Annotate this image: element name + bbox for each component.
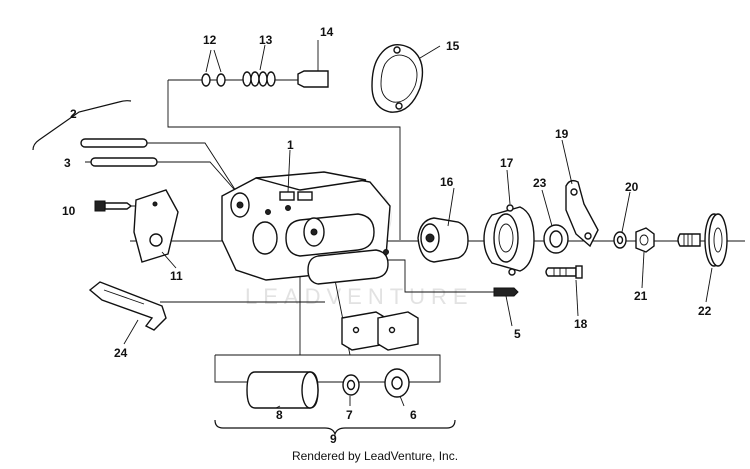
- plunger-14: [297, 40, 329, 88]
- bracket-9: [214, 419, 456, 436]
- bushing-23: [543, 224, 569, 254]
- watermark: LEADVENTURE: [245, 181, 474, 309]
- callout-20: 20: [625, 180, 639, 194]
- callout-21: 21: [634, 289, 648, 303]
- washer-6: [384, 368, 410, 398]
- callout-2: 2: [70, 107, 77, 121]
- cover-17: [483, 204, 535, 276]
- cylinder-8: [246, 371, 319, 409]
- callout-17: 17: [500, 156, 514, 170]
- gasket-15: [371, 44, 441, 113]
- callout-14: 14: [320, 25, 334, 39]
- callout-7: 7: [346, 408, 353, 422]
- callout-15: 15: [446, 39, 460, 53]
- housing-1: [221, 171, 391, 285]
- watermark-text: LEADVENTURE: [245, 284, 474, 309]
- nut-21: [635, 227, 655, 253]
- callout-18: 18: [574, 317, 588, 331]
- callout-16: 16: [440, 175, 454, 189]
- callout-5: 5: [514, 327, 521, 341]
- pins-3: [80, 138, 158, 167]
- lever-19: [565, 179, 599, 248]
- callout-9: 9: [330, 432, 337, 446]
- credit-line: Rendered by LeadVenture, Inc.: [291, 449, 459, 463]
- washer-20: [613, 231, 627, 249]
- callout-1: 1: [287, 138, 294, 152]
- clip-24: [88, 281, 167, 331]
- callout-8: 8: [276, 408, 283, 422]
- callout-labels: 1 2 3 5 6 7 8 9 10 11 12 13 14 15 16 17 …: [62, 25, 712, 446]
- o-rings-12: [201, 49, 226, 87]
- bolt-18: [545, 265, 583, 279]
- callout-13: 13: [259, 33, 273, 47]
- callout-22: 22: [698, 304, 712, 318]
- knob-22: [677, 213, 728, 267]
- bracket-2: [32, 100, 132, 151]
- callout-19: 19: [555, 127, 569, 141]
- callout-10: 10: [62, 204, 76, 218]
- callout-24: 24: [114, 346, 128, 360]
- washer-7: [342, 374, 360, 396]
- callout-6: 6: [410, 408, 417, 422]
- seal-16: [417, 217, 469, 263]
- set-screw-5: [493, 287, 519, 297]
- callout-3: 3: [64, 156, 71, 170]
- callout-leaders: [123, 139, 713, 409]
- pads: [341, 311, 419, 351]
- spring-13: [242, 44, 276, 87]
- callout-11: 11: [170, 269, 183, 283]
- callout-12: 12: [203, 33, 217, 47]
- callout-23: 23: [533, 176, 547, 190]
- plate-11: [133, 189, 179, 263]
